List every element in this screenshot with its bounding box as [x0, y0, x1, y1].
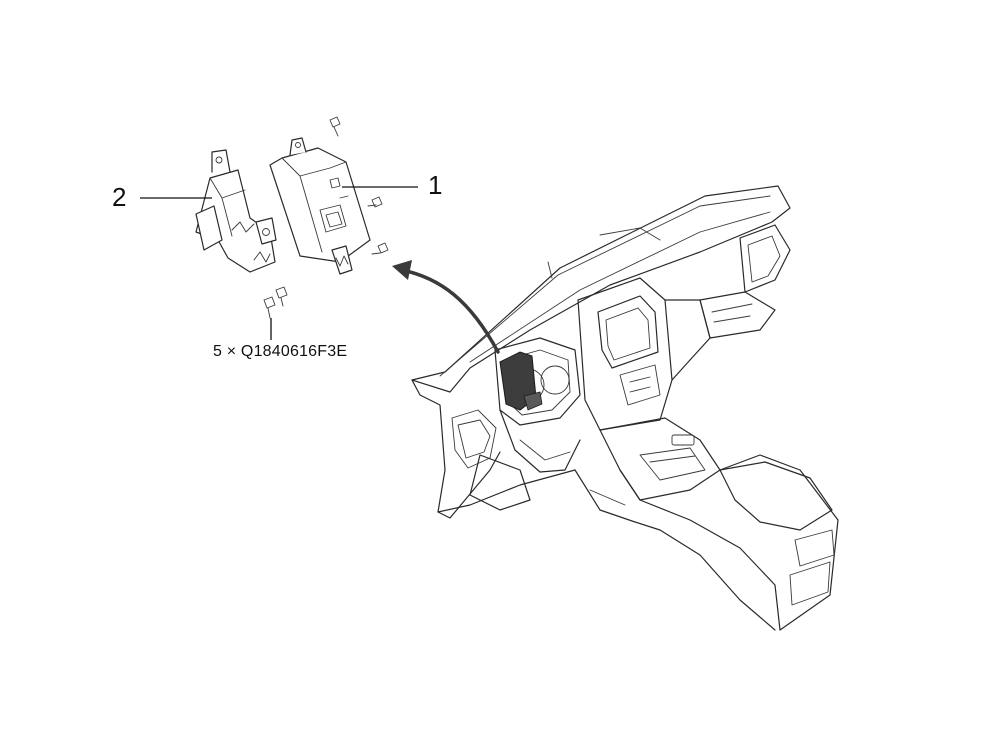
- screw-icon: [263, 296, 276, 319]
- screw-icon: [275, 286, 288, 307]
- screw-icon: [371, 242, 389, 255]
- screw-icon: [329, 116, 341, 137]
- control-module-part-1: [269, 116, 389, 275]
- screw-part-number-label: 5 × Q1840616F3E: [213, 343, 348, 360]
- screw-icon: [367, 196, 383, 208]
- mounting-bracket-part-2: [195, 149, 288, 319]
- callout-number-2: 2: [112, 182, 127, 212]
- callout-number-1: 1: [428, 170, 443, 200]
- dashboard-illustration: [411, 185, 839, 631]
- locator-arrow: [392, 260, 500, 354]
